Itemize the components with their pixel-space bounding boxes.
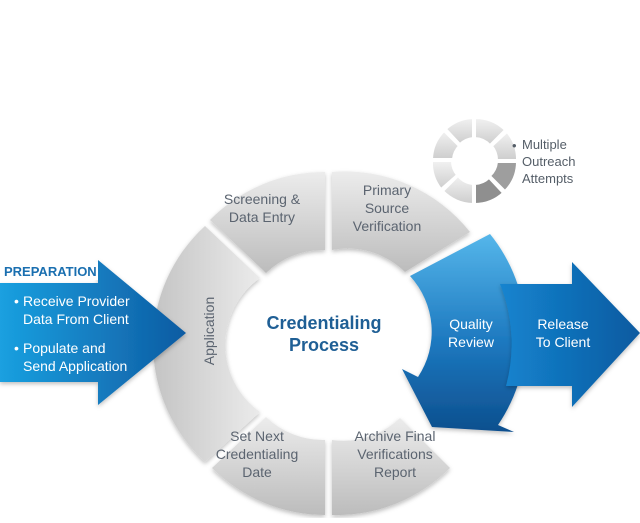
prep-item-2-line-1: Populate and xyxy=(23,340,106,356)
preparation-title: PREPARATION xyxy=(4,264,97,279)
screening-line-1: Screening & xyxy=(224,191,301,207)
center-disk xyxy=(243,263,407,427)
set-next-line-1: Set Next xyxy=(230,428,284,444)
prep-item-2-line-2: Send Application xyxy=(23,358,127,374)
segment-primary-source xyxy=(332,171,470,272)
archive-line-1: Archive Final xyxy=(355,428,436,444)
set-next-line-2: Credentialing xyxy=(216,446,299,462)
outreach-bullet: • xyxy=(512,138,517,153)
outreach-line-1: Multiple xyxy=(522,137,567,152)
release-line-1: Release xyxy=(537,316,589,332)
primary-line-1: Primary xyxy=(363,182,411,198)
release-arrow xyxy=(500,262,640,407)
prep-item-1-line-2: Data From Client xyxy=(23,311,129,327)
primary-line-3: Verification xyxy=(353,218,421,234)
segment-application xyxy=(153,226,260,462)
center-title-line-2: Process xyxy=(289,335,359,355)
prep-item-1-line-1: Receive Provider xyxy=(23,293,130,309)
segment-set-next xyxy=(212,417,325,515)
center-title-line-1: Credentialing xyxy=(266,313,381,333)
outreach-cycle-icon xyxy=(430,116,519,206)
application-label: Application xyxy=(201,297,217,366)
preparation-arrow xyxy=(0,260,186,405)
segment-archive xyxy=(332,418,450,516)
archive-line-2: Verifications xyxy=(357,446,432,462)
outreach-line-2: Outreach xyxy=(522,154,575,169)
archive-line-3: Report xyxy=(374,464,416,480)
preparation-title-bg xyxy=(0,262,98,280)
release-line-2: To Client xyxy=(536,334,591,350)
outreach-line-3: Attempts xyxy=(522,171,574,186)
segment-quality-review xyxy=(402,234,526,432)
segment-screening xyxy=(210,171,325,273)
primary-line-2: Source xyxy=(365,200,410,216)
screening-line-2: Data Entry xyxy=(229,209,295,225)
prep-bullet-1: • xyxy=(14,293,19,309)
prep-bullet-2: • xyxy=(14,340,19,356)
quality-line-1: Quality xyxy=(449,316,493,332)
quality-line-2: Review xyxy=(448,334,495,350)
set-next-line-3: Date xyxy=(242,464,272,480)
